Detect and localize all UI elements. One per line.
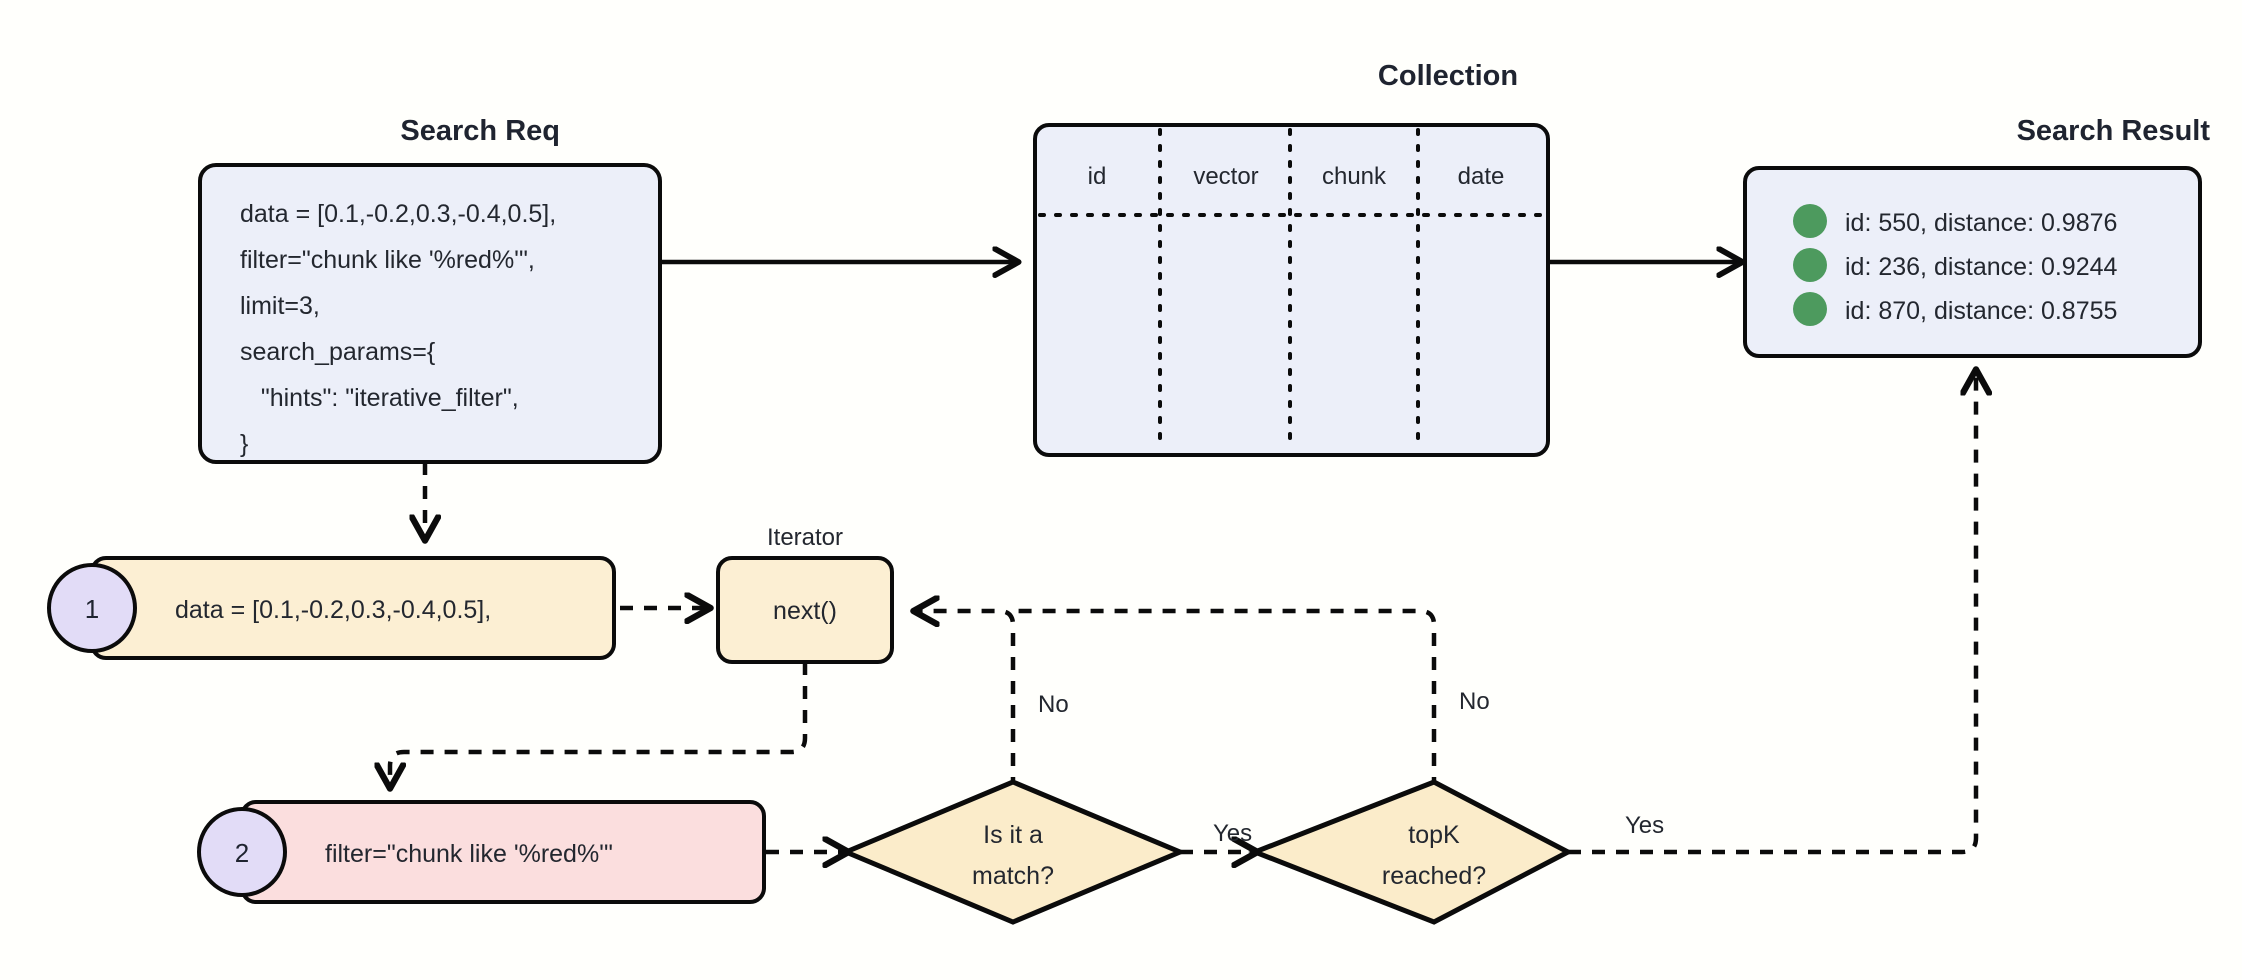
iterator-label: next() [773,597,837,625]
collection-column-id: id [1088,163,1107,190]
edge-label-no-match: No [1038,691,1069,718]
search-result-row-1: id: 236, distance: 0.9244 [1845,253,2118,281]
decision-match-line-2: match? [972,862,1054,890]
decision-match-line-1: Is it a [983,821,1043,849]
edge-label-yes-match: Yes [1213,820,1252,847]
decision-topk-line-1: topK [1408,821,1460,849]
edge-label-no-topk: No [1459,688,1490,715]
search-req-line-3: search_params={ [240,338,435,366]
result-bullet-icon-1 [1793,248,1827,282]
search-req-line-5: } [240,430,248,458]
search-req-line-4: "hints": "iterative_filter", [240,384,519,412]
search-req-line-1: filter="chunk like '%red%'", [240,246,535,274]
edge-iterator-to-step2 [390,662,808,786]
decision-topk-diamond [1248,779,1574,925]
iterator-box [716,556,894,664]
search-req-node: Search Req data = [0.1,-0.2,0.3,-0.4,0.5… [198,115,662,464]
step-2-text: filter="chunk like '%red%'" [325,840,613,868]
decision-topk-node: topK reached? [1248,779,1574,925]
result-bullet-icon-2 [1793,292,1827,326]
edge-topk-yes-to-searchresult [1568,372,1976,855]
search-req-line-2: limit=3, [240,292,320,320]
search-result-row-0: id: 550, distance: 0.9876 [1845,209,2117,237]
collection-title: Collection [1378,60,1518,92]
iterator-node: Iterator next() [716,524,894,664]
search-result-title: Search Result [2017,115,2211,147]
step-2-badge [197,807,287,897]
step-1-badge-label: 1 [85,594,99,624]
step-2-node: 2 filter="chunk like '%red%'" [197,800,766,904]
collection-column-vector: vector [1193,163,1258,190]
edge-match-no-to-iterator [916,611,1016,790]
decision-match-node: Is it a match? [839,779,1187,925]
decision-match-diamond [839,779,1187,925]
step-1-node: 1 data = [0.1,-0.2,0.3,-0.4,0.5], [47,556,616,660]
decision-topk-line-2: reached? [1382,862,1486,890]
search-result-node: Search Result id: 550, distance: 0.9876 … [1743,115,2211,358]
search-req-box [198,163,662,464]
step-2-badge-label: 2 [235,838,249,868]
collection-node: Collection id vector chunk date [1033,60,1550,457]
search-result-box [1743,166,2202,358]
edge-topk-no-to-iterator [1013,608,1437,790]
search-req-line-0: data = [0.1,-0.2,0.3,-0.4,0.5], [240,200,556,228]
result-bullet-icon-0 [1793,204,1827,238]
step-1-badge [47,563,137,653]
search-result-row-2: id: 870, distance: 0.8755 [1845,297,2117,325]
iterator-caption: Iterator [767,524,843,551]
collection-column-date: date [1458,163,1505,190]
search-req-title: Search Req [400,115,560,147]
step-1-text: data = [0.1,-0.2,0.3,-0.4,0.5], [175,596,491,624]
edge-label-yes-topk: Yes [1625,812,1664,839]
collection-column-chunk: chunk [1322,163,1387,190]
